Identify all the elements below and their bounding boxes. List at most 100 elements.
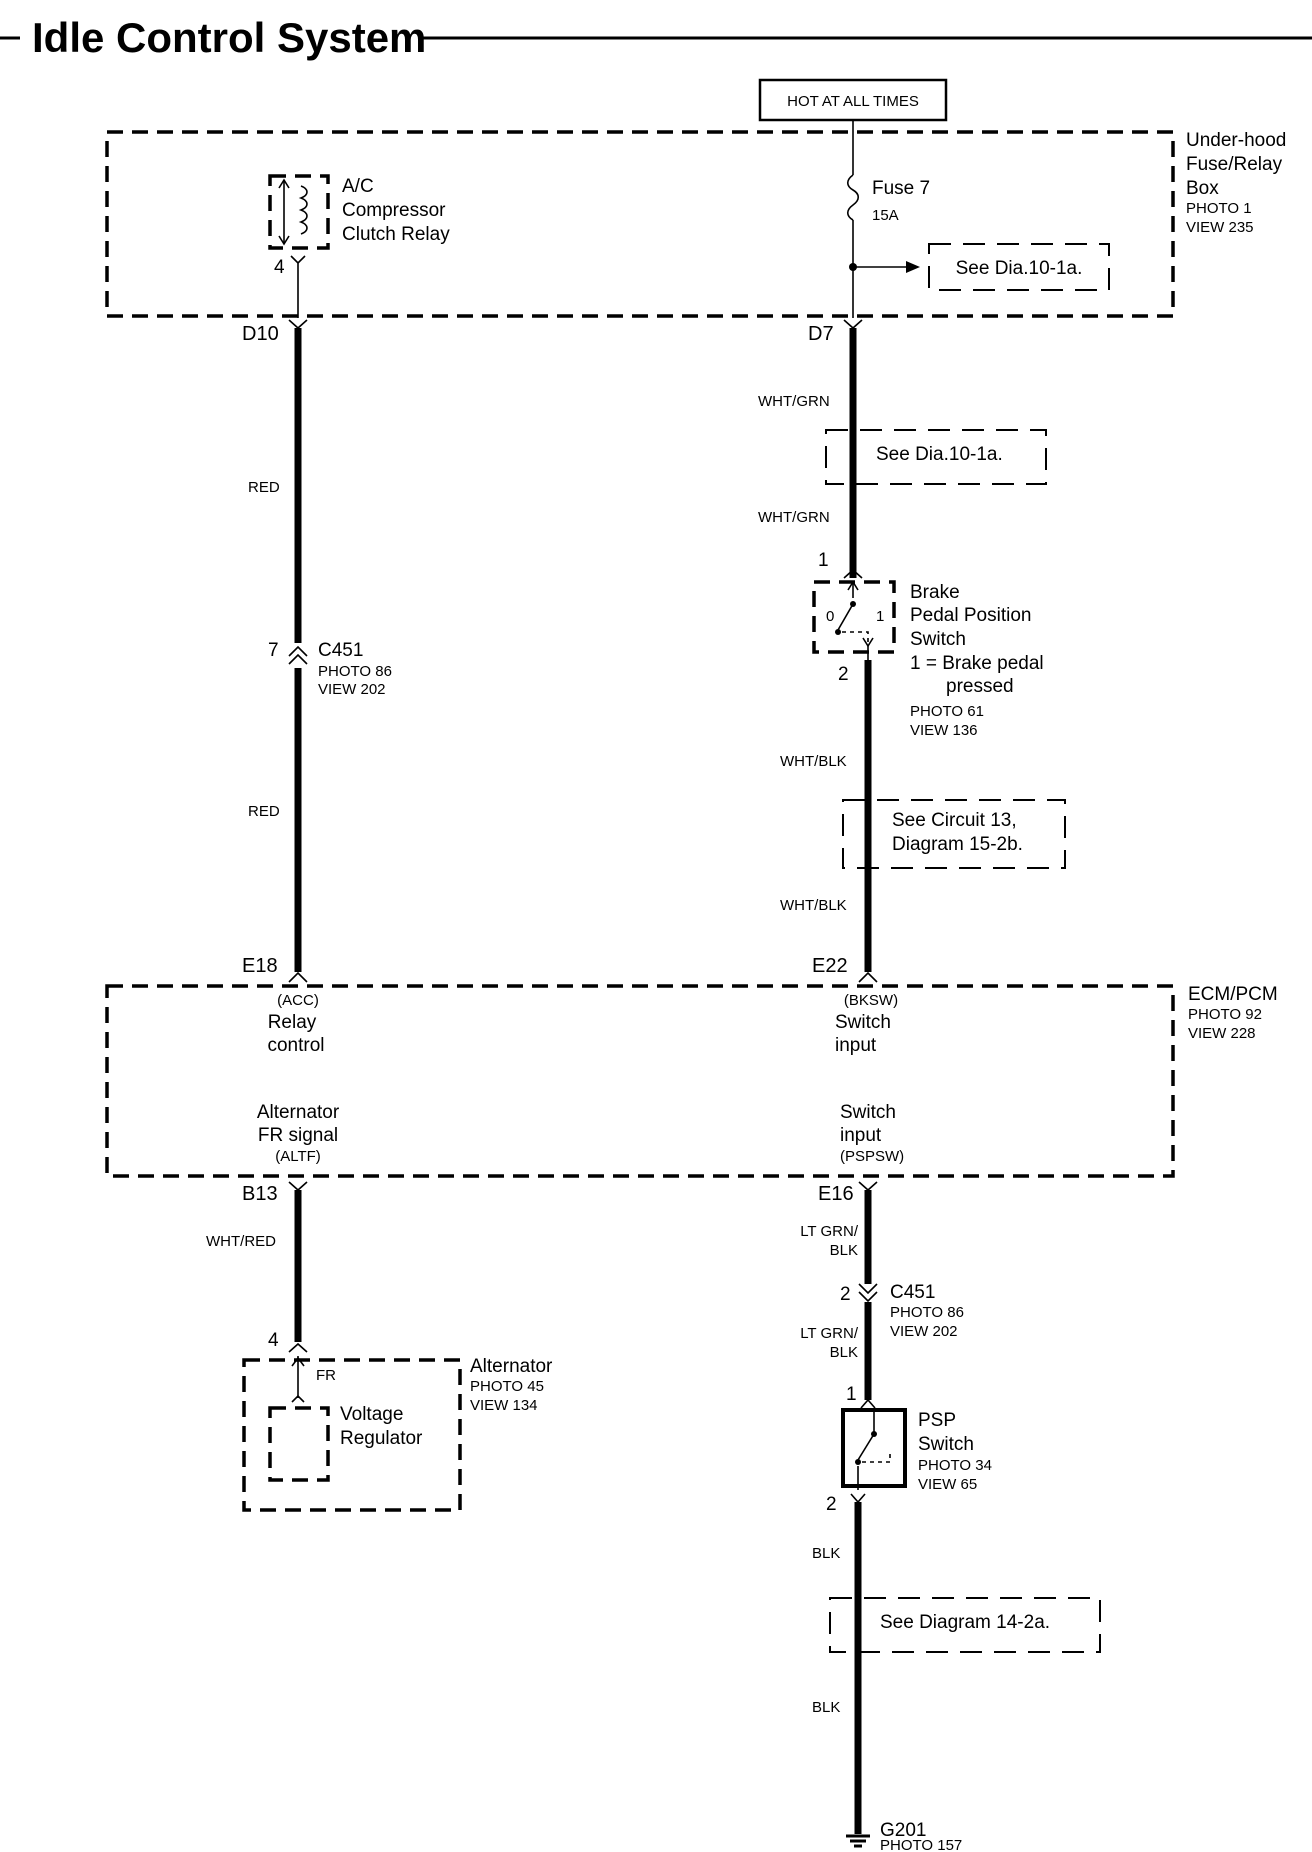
wire-color-wht-grn-upper: WHT/GRN xyxy=(758,393,830,410)
alternator-fr-junction-icon xyxy=(291,1394,305,1403)
svg-text:input: input xyxy=(835,1035,877,1056)
connector-e18: E18 xyxy=(242,955,278,977)
connector-b13: B13 xyxy=(242,1183,278,1205)
fuse-box-ref-box xyxy=(928,243,1110,291)
connector-e16: E16 xyxy=(818,1183,854,1205)
connector-e22-icon xyxy=(858,971,878,983)
ground-name: G201 xyxy=(880,1820,926,1841)
svg-text:BLK: BLK xyxy=(830,1344,858,1361)
arrow-right-icon xyxy=(906,261,920,273)
alternator-pin: 4 xyxy=(268,1330,279,1351)
wire-color-red-lower: RED xyxy=(248,803,280,820)
ref-circuit-13-box xyxy=(842,799,1066,869)
relay-arrow-down-icon xyxy=(278,235,290,246)
svg-text:1 = Brake pedal: 1 = Brake pedal xyxy=(910,653,1044,674)
svg-text:VIEW 235: VIEW 235 xyxy=(1186,219,1254,236)
connector-d7-icon xyxy=(843,319,863,330)
svg-text:C451: C451 xyxy=(318,640,363,661)
svg-text:pressed: pressed xyxy=(946,676,1014,697)
ecm-outline xyxy=(105,984,1175,1178)
ac-relay-pin: 4 xyxy=(274,257,285,278)
svg-text:VIEW 202: VIEW 202 xyxy=(318,681,386,698)
svg-text:(PSPSW): (PSPSW) xyxy=(840,1148,904,1165)
ground-icon xyxy=(846,1834,870,1848)
psp-switch-label: PSP Switch PHOTO 34 VIEW 65 xyxy=(918,1410,992,1493)
wire-color-blk-lower: BLK xyxy=(812,1699,840,1716)
svg-text:Switch: Switch xyxy=(918,1434,974,1455)
svg-text:PHOTO 1: PHOTO 1 xyxy=(1186,200,1252,217)
alternator-fr-arrow-icon xyxy=(291,1356,305,1367)
fuse-box-outline xyxy=(105,130,1175,318)
svg-text:(ALTF): (ALTF) xyxy=(275,1148,321,1165)
connector-c451-left-icon xyxy=(288,645,308,665)
wire-color-wht-grn-lower: WHT/GRN xyxy=(758,509,830,526)
svg-text:Regulator: Regulator xyxy=(340,1428,423,1449)
ecm-pin-acc: (ACC) Relay control xyxy=(267,992,324,1056)
voltage-regulator-box xyxy=(268,1406,330,1482)
svg-text:Switch: Switch xyxy=(910,629,966,650)
ecm-pin-altf: Alternator FR signal (ALTF) xyxy=(257,1102,340,1165)
relay-arrow-up-icon xyxy=(278,178,290,189)
voltage-regulator-label: Voltage Regulator xyxy=(340,1404,423,1449)
wire-color-wht-blk-upper: WHT/BLK xyxy=(780,753,847,770)
connector-b13-icon xyxy=(288,1181,308,1192)
c451-right-label: C451 PHOTO 86 VIEW 202 xyxy=(890,1282,964,1340)
svg-text:control: control xyxy=(267,1035,324,1056)
svg-text:BLK: BLK xyxy=(830,1242,858,1259)
psp-switch-dashed-link xyxy=(862,1454,891,1463)
svg-text:PHOTO 45: PHOTO 45 xyxy=(470,1378,544,1395)
connector-d10: D10 xyxy=(242,323,279,345)
connector-d7: D7 xyxy=(808,323,834,345)
svg-text:Fuse/Relay: Fuse/Relay xyxy=(1186,154,1283,175)
ref-dia-10-1a-label: See Dia.10-1a. xyxy=(876,444,1003,465)
svg-text:Relay: Relay xyxy=(268,1012,317,1033)
fuse-rating: 15A xyxy=(872,207,899,224)
brake-switch-box xyxy=(812,580,896,654)
svg-text:Clutch Relay: Clutch Relay xyxy=(342,224,450,245)
svg-text:VIEW 65: VIEW 65 xyxy=(918,1476,977,1493)
relay-terminal-icon xyxy=(290,255,306,318)
fuse-icon xyxy=(846,174,860,221)
connector-e22: E22 xyxy=(812,955,848,977)
brake-switch-arrow-up-icon xyxy=(847,580,859,591)
wire-color-lt-grn-blk-lower: LT GRN/ BLK xyxy=(800,1325,859,1361)
svg-text:input: input xyxy=(840,1125,882,1146)
connector-e16-icon xyxy=(858,1181,878,1192)
ref-circuit-13-label: See Circuit 13, Diagram 15-2b. xyxy=(892,810,1023,855)
svg-text:PSP: PSP xyxy=(918,1410,956,1431)
brake-switch-pos-0: 0 xyxy=(826,608,834,625)
fuse-name: Fuse 7 xyxy=(872,178,930,199)
brake-switch-terminal-icon xyxy=(843,568,863,579)
svg-text:Brake: Brake xyxy=(910,582,960,603)
connector-d10-icon xyxy=(288,319,308,330)
ecm-pin-bksw: (BKSW) Switch input xyxy=(835,992,898,1056)
svg-text:Switch: Switch xyxy=(835,1012,891,1033)
power-label: HOT AT ALL TIMES xyxy=(787,93,919,110)
svg-text:VIEW 228: VIEW 228 xyxy=(1188,1025,1256,1042)
connector-c451-right-icon xyxy=(858,1283,878,1303)
psp-switch-bottom-terminal-icon xyxy=(850,1493,866,1504)
wire-color-wht-red: WHT/RED xyxy=(206,1233,276,1250)
svg-text:Pedal Position: Pedal Position xyxy=(910,605,1031,626)
brake-switch-contact-bottom xyxy=(835,629,841,635)
svg-text:Diagram 15-2b.: Diagram 15-2b. xyxy=(892,834,1023,855)
ac-relay-box xyxy=(268,174,330,250)
brake-switch-pin-bottom: 2 xyxy=(838,664,849,685)
brake-switch-label: Brake Pedal Position Switch 1 = Brake pe… xyxy=(910,582,1044,739)
psp-switch-contact-bottom xyxy=(855,1459,861,1465)
ref-diagram-14-2a-box xyxy=(829,1597,1101,1653)
brake-switch-dashed-link xyxy=(842,631,869,644)
svg-text:PHOTO 86: PHOTO 86 xyxy=(890,1304,964,1321)
psp-switch-blade-icon xyxy=(857,1433,875,1461)
svg-text:PHOTO 34: PHOTO 34 xyxy=(918,1457,992,1474)
svg-text:FR signal: FR signal xyxy=(258,1125,338,1146)
psp-switch-pin-top: 1 xyxy=(846,1384,857,1405)
psp-switch-terminal-icon xyxy=(860,1398,876,1409)
svg-text:(BKSW): (BKSW) xyxy=(844,992,898,1009)
svg-text:Box: Box xyxy=(1186,178,1219,199)
svg-text:C451: C451 xyxy=(890,1282,935,1303)
alternator-label: Alternator PHOTO 45 VIEW 134 xyxy=(470,1356,553,1414)
svg-text:LT GRN/: LT GRN/ xyxy=(800,1223,859,1240)
svg-text:Switch: Switch xyxy=(840,1102,896,1123)
